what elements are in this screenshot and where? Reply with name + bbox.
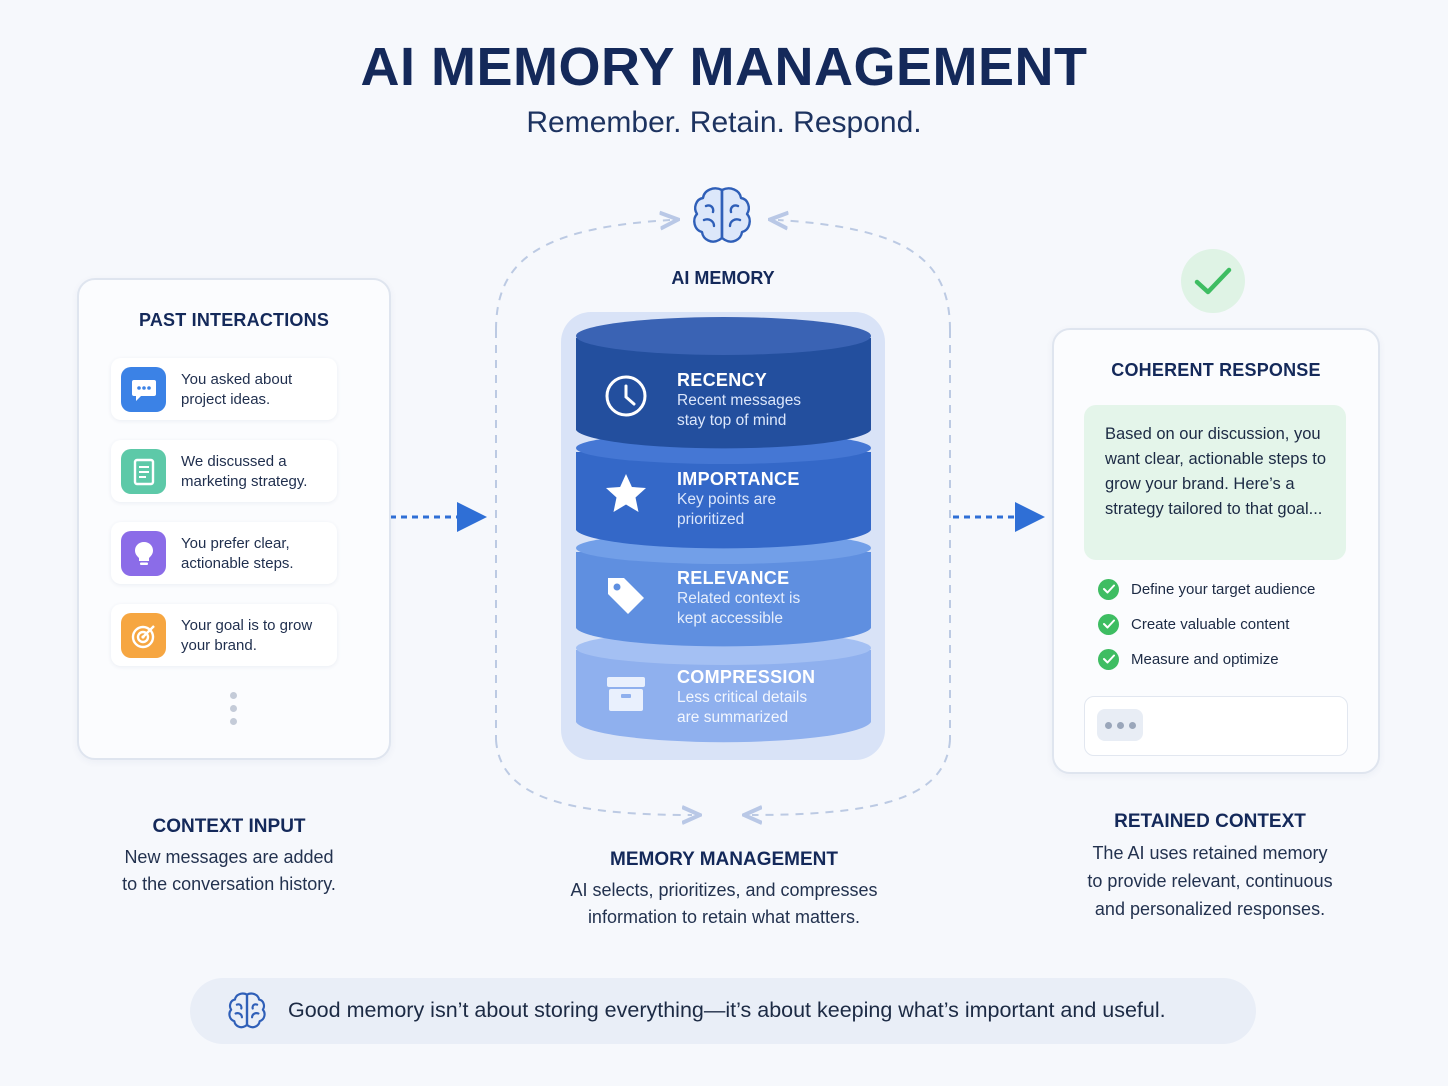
- list-item: We discussed a marketing strategy.: [111, 440, 337, 502]
- layer-desc: kept accessible: [677, 610, 783, 627]
- checklist-item: Define your target audience: [1098, 578, 1315, 600]
- brain-icon: [693, 187, 751, 243]
- checklist-item: Create valuable content: [1098, 613, 1289, 635]
- layer-relevance: RELEVANCE Related context is kept access…: [677, 568, 800, 629]
- ai-memory-label: AI MEMORY: [671, 268, 775, 288]
- panel-title: COHERENT RESPONSE: [1111, 360, 1321, 380]
- checkmark-icon: [1181, 249, 1245, 313]
- layer-desc: Related context is: [677, 590, 801, 607]
- caption-line: New messages are added: [124, 847, 334, 867]
- brain-icon: [228, 992, 266, 1029]
- footer-text: Good memory isn’t about storing everythi…: [288, 998, 1166, 1022]
- checklist-label: Measure and optimize: [1131, 650, 1279, 668]
- chat-bubble-icon: [121, 367, 166, 412]
- response-bubble: Based on our discussion, you want clear,…: [1084, 405, 1346, 560]
- layer-desc: are summarized: [677, 709, 789, 726]
- check-circle-icon: [1098, 578, 1119, 600]
- layer-desc: Less critical details: [677, 689, 808, 706]
- caption-line: AI selects, prioritizes, and compresses: [570, 880, 878, 900]
- layer-desc: prioritized: [677, 511, 745, 528]
- caption-title: MEMORY MANAGEMENT: [610, 849, 838, 870]
- loop-arrow-bottom-right: [752, 739, 951, 815]
- list-item-text: You prefer clear, actionable steps.: [181, 535, 294, 572]
- list-item: You asked about project ideas.: [111, 358, 337, 420]
- more-dots-icon: [230, 692, 238, 731]
- target-icon: [121, 613, 166, 658]
- list-item-text: We discussed a marketing strategy.: [181, 453, 308, 490]
- caption-memory-management: MEMORY MANAGEMENT AI selects, prioritize…: [524, 849, 924, 931]
- archive-box-icon: [607, 677, 645, 711]
- tag-icon: [608, 578, 644, 614]
- caption-line: information to retain what matters.: [587, 907, 861, 927]
- caption-line: to the conversation history.: [122, 874, 336, 894]
- footer-banner: Good memory isn’t about storing everythi…: [190, 978, 1256, 1044]
- panel-title: PAST INTERACTIONS: [138, 310, 330, 330]
- list-item: Your goal is to grow your brand.: [111, 604, 337, 666]
- loop-arrow-bottom-left: [495, 739, 692, 815]
- list-item-text: You asked about project ideas.: [181, 371, 293, 408]
- lightbulb-icon: [121, 531, 166, 576]
- past-interactions-panel: PAST INTERACTIONS You asked about projec…: [77, 278, 391, 760]
- layer-title: RECENCY: [677, 370, 768, 390]
- layer-importance: IMPORTANCE Key points are prioritized: [677, 469, 800, 530]
- layer-title: RELEVANCE: [677, 568, 790, 588]
- layer-desc: Key points are: [677, 491, 777, 508]
- checklist-label: Define your target audience: [1131, 580, 1316, 598]
- layer-compression: COMPRESSION Less critical details are su…: [677, 667, 815, 728]
- coherent-response-panel: COHERENT RESPONSE Based on our discussio…: [1052, 328, 1380, 774]
- layer-desc: stay top of mind: [677, 412, 787, 429]
- caption-context-input: CONTEXT INPUT New messages are added to …: [79, 816, 379, 898]
- layer-recency: RECENCY Recent messages stay top of mind: [677, 370, 801, 431]
- loop-arrow-top-right: [778, 220, 951, 331]
- layer-title: IMPORTANCE: [677, 469, 800, 489]
- caption-retained-context: RETAINED CONTEXT The AI uses retained me…: [1060, 811, 1360, 923]
- check-circle-icon: [1098, 648, 1119, 670]
- star-icon: [606, 474, 646, 512]
- checklist-label: Create valuable content: [1131, 615, 1290, 633]
- caption-line: to provide relevant, continuous: [1087, 871, 1333, 891]
- check-circle-icon: [1098, 613, 1119, 635]
- caption-line: The AI uses retained memory: [1092, 843, 1328, 863]
- layer-desc: Recent messages: [677, 392, 802, 409]
- caption-title: CONTEXT INPUT: [152, 816, 306, 837]
- page-subtitle: Remember. Retain. Respond.: [526, 106, 922, 139]
- clock-icon: [605, 375, 647, 417]
- typing-dots-icon: [1097, 709, 1143, 741]
- page-title: AI MEMORY MANAGEMENT: [360, 37, 1088, 97]
- document-icon: [121, 449, 166, 494]
- layer-title: COMPRESSION: [677, 667, 816, 687]
- loop-arrow-top-left: [495, 220, 670, 331]
- list-item: You prefer clear, actionable steps.: [111, 522, 337, 584]
- checklist-item: Measure and optimize: [1098, 648, 1279, 670]
- response-text: Based on our discussion, you want clear,…: [1105, 425, 1327, 518]
- typing-indicator-box: [1084, 696, 1348, 756]
- caption-title: RETAINED CONTEXT: [1114, 811, 1306, 832]
- list-item-text: Your goal is to grow your brand.: [181, 617, 313, 654]
- caption-line: and personalized responses.: [1094, 899, 1326, 919]
